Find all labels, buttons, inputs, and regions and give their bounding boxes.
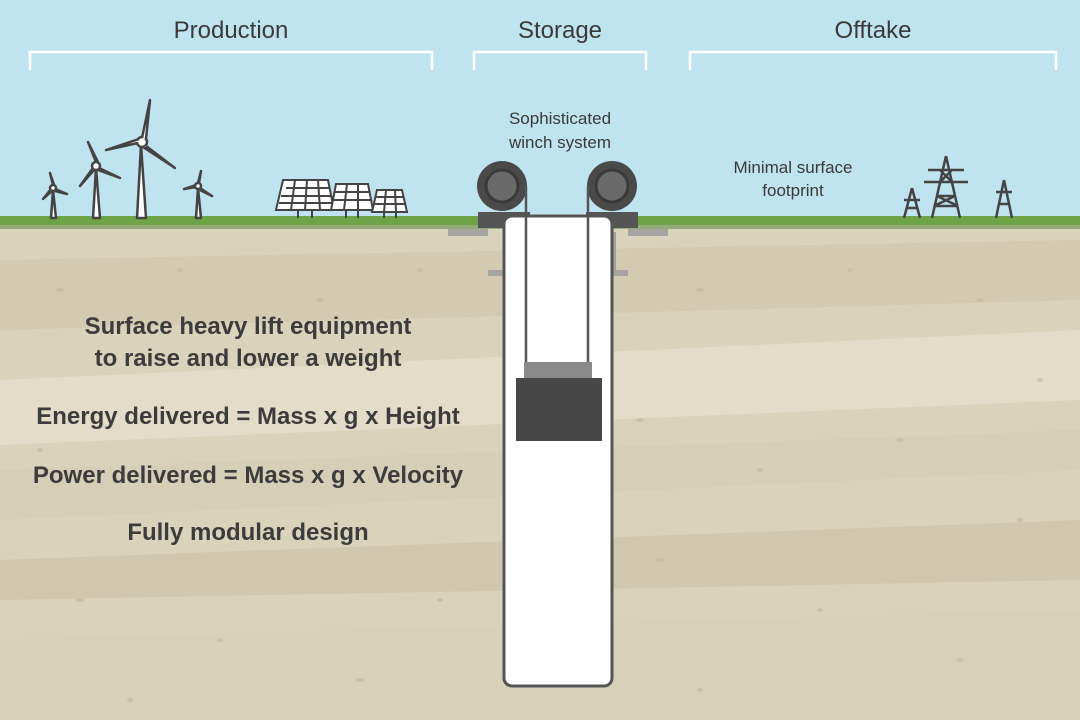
weight <box>516 362 602 441</box>
solar-panel-icon <box>274 179 409 218</box>
lift-description-line2: to raise and lower a weight <box>94 345 402 372</box>
pylon-icon <box>902 155 1014 219</box>
section-label-offtake: Offtake <box>834 17 912 44</box>
wind-turbine-icon <box>41 98 214 220</box>
lift-description-line1: Surface heavy lift equipment <box>84 313 412 340</box>
winch-drum-icon <box>477 161 637 211</box>
section-brackets <box>28 50 1058 70</box>
cables <box>524 186 590 364</box>
footprint-label-line2: footprint <box>762 181 824 200</box>
section-label-production: Production <box>173 17 289 44</box>
footprint-label-line1: Minimal surface <box>733 158 853 177</box>
modular-design-text: Fully modular design <box>127 519 369 546</box>
shaft <box>502 214 614 688</box>
section-label-storage: Storage <box>517 17 603 44</box>
winch-label-line2: winch system <box>508 133 612 152</box>
energy-formula: Energy delivered = Mass x g x Height <box>36 403 460 430</box>
winch-label-line1: Sophisticated <box>508 109 612 128</box>
sky <box>0 0 1080 222</box>
power-formula: Power delivered = Mass x g x Velocity <box>32 462 464 489</box>
